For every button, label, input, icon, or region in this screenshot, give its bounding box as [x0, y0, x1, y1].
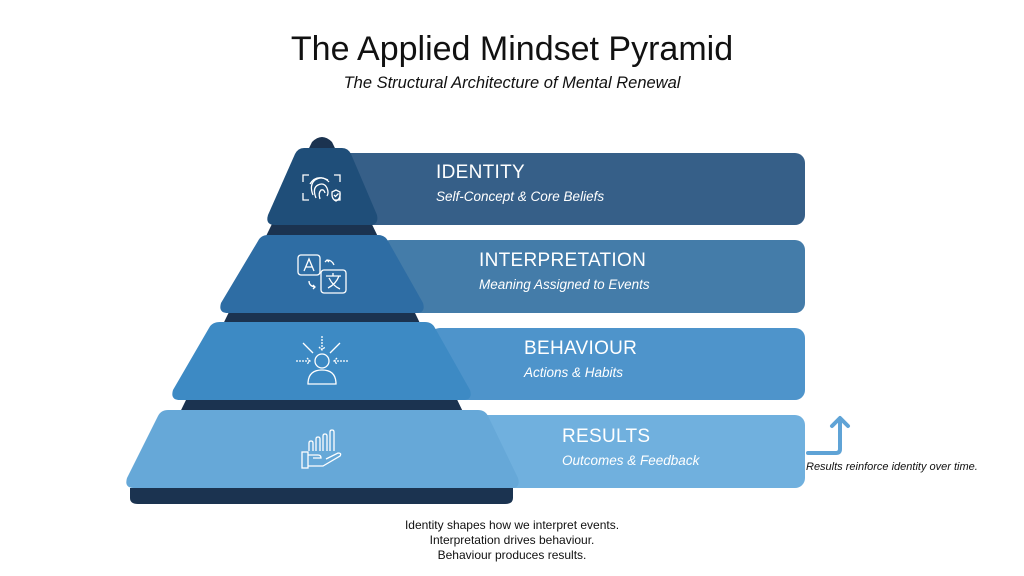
footer-line: Interpretation drives behaviour. — [429, 533, 595, 547]
results-label: RESULTS Outcomes & Feedback — [562, 426, 699, 468]
interpretation-heading: INTERPRETATION — [479, 250, 647, 271]
identity-bar — [330, 153, 805, 225]
feedback-note: Results reinforce identity over time. — [806, 461, 978, 473]
identity-heading: IDENTITY — [436, 162, 525, 183]
focus-person-icon — [296, 336, 348, 385]
behaviour-label: BEHAVIOUR Actions & Habits — [524, 338, 637, 380]
interpretation-description: Meaning Assigned to Events — [479, 277, 650, 292]
footer-caption: Identity shapes how we interpret events.… — [0, 518, 1024, 563]
interpretation-layer — [220, 235, 424, 313]
feedback-arrow-icon — [806, 416, 850, 455]
behaviour-layer — [172, 322, 471, 400]
identity-description: Self-Concept & Core Beliefs — [436, 189, 605, 204]
interpretation-bar — [380, 240, 805, 313]
behaviour-heading: BEHAVIOUR — [524, 338, 638, 359]
results-bar — [470, 415, 805, 488]
interpretation-label: INTERPRETATION Meaning Assigned to Event… — [479, 250, 650, 292]
results-heading: RESULTS — [562, 426, 651, 447]
results-description: Outcomes & Feedback — [562, 453, 700, 468]
footer-line: Behaviour produces results. — [437, 548, 587, 562]
page-title: The Applied Mindset Pyramid — [290, 30, 734, 68]
translate-icon — [297, 254, 347, 294]
identity-label: IDENTITY Self-Concept & Core Beliefs — [436, 162, 604, 204]
footer-line: Identity shapes how we interpret events. — [404, 518, 620, 532]
identity-layer — [267, 148, 378, 225]
page-subtitle: The Structural Architecture of Mental Re… — [343, 74, 681, 92]
behaviour-description: Actions & Habits — [524, 365, 624, 380]
behaviour-bar — [430, 328, 805, 400]
hand-growth-chart-icon — [301, 429, 342, 469]
fingerprint-shield-icon — [302, 174, 341, 202]
